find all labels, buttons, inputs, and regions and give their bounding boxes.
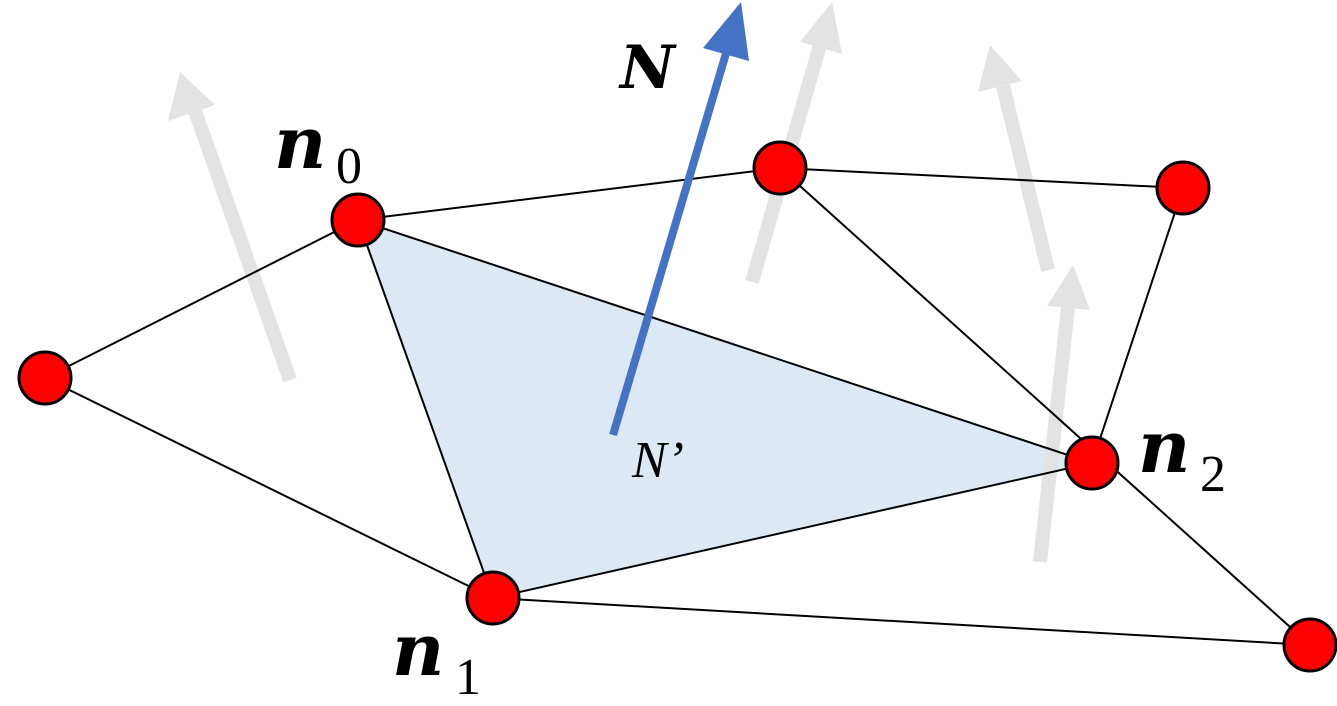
highlighted-triangle-face xyxy=(358,220,1092,598)
normal-N-prime-label: N’ xyxy=(631,432,684,489)
mesh-edge xyxy=(44,219,359,379)
mesh-edge xyxy=(44,377,494,599)
vertex-n2 xyxy=(1064,435,1120,491)
mesh-edge xyxy=(1091,187,1184,464)
vertex-left xyxy=(17,350,73,406)
neighbor-normal-arrow-1 xyxy=(187,105,297,383)
mesh-edge xyxy=(779,167,1184,189)
n0-label-subscript: 0 xyxy=(336,138,362,195)
neighbor-normal-arrow-3 xyxy=(996,84,1055,272)
n0-label: n 0 xyxy=(274,100,362,195)
n0-label-base: n xyxy=(274,100,326,185)
mesh-edge xyxy=(357,219,494,599)
n1-label-subscript: 1 xyxy=(455,649,481,706)
neighbor-normal-arrowhead-4 xyxy=(1047,265,1090,310)
mesh-edge xyxy=(492,462,1093,599)
vertex-n0 xyxy=(330,192,386,248)
neighbor-normal-arrowhead-3 xyxy=(978,45,1022,92)
vertex-top-right xyxy=(1155,160,1211,216)
mesh-edge xyxy=(492,597,1311,646)
neighbor-normal-arrow-4 xyxy=(1033,307,1075,563)
face-normal-arrow-shaft xyxy=(609,48,731,437)
neighbor-normal-arrowhead-2 xyxy=(800,2,842,54)
normal-N-label: N xyxy=(618,33,677,103)
n1-label: n 1 xyxy=(392,607,481,706)
face-normal-arrowhead xyxy=(703,2,749,61)
mesh-edge xyxy=(779,167,1311,646)
neighbor-normal-arrows xyxy=(168,2,1090,563)
n2-label-subscript: 2 xyxy=(1200,446,1226,503)
n2-label-base: n xyxy=(1138,404,1190,489)
vertex-n1 xyxy=(465,570,521,626)
n2-label: n 2 xyxy=(1138,404,1226,503)
face-normal-arrow xyxy=(609,2,749,437)
mesh-edge xyxy=(357,219,1093,464)
vertex-top-middle xyxy=(752,140,808,196)
mesh-edge xyxy=(357,167,781,221)
mesh-vertices xyxy=(17,140,1337,673)
neighbor-normal-arrowhead-1 xyxy=(168,72,215,121)
vertex-bottom-right xyxy=(1282,617,1337,673)
mesh-edges xyxy=(44,167,1311,646)
n1-label-base: n xyxy=(392,607,444,692)
